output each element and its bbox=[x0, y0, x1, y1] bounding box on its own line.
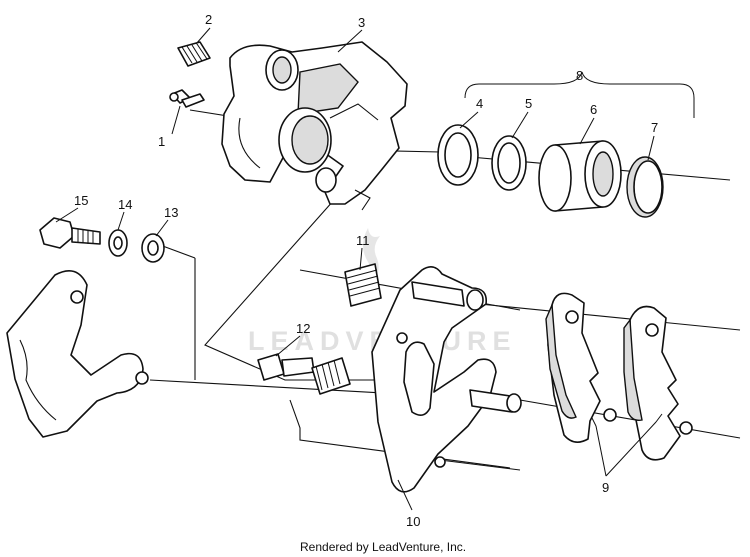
brake-pad-inner-part-9 bbox=[545, 292, 617, 443]
group-bracket-8 bbox=[464, 71, 695, 118]
callout-13: 13 bbox=[164, 205, 178, 220]
callout-10: 10 bbox=[406, 514, 420, 529]
bleeder-valve-part-1 bbox=[169, 89, 205, 108]
callout-14: 14 bbox=[118, 197, 132, 212]
spring-part-11 bbox=[344, 263, 382, 307]
callout-12: 12 bbox=[296, 321, 310, 336]
bolt-part-15 bbox=[39, 217, 101, 249]
callout-2: 2 bbox=[205, 12, 212, 27]
callout-8: 8 bbox=[576, 68, 583, 83]
callout-4: 4 bbox=[476, 96, 483, 111]
callouts: 2 1 3 4 5 6 7 8 9 10 11 12 13 14 15 bbox=[74, 12, 658, 529]
seal-ring-part-4 bbox=[437, 124, 479, 186]
slide-pin-part-12 bbox=[257, 353, 351, 395]
callout-5: 5 bbox=[525, 96, 532, 111]
callout-1: 1 bbox=[158, 134, 165, 149]
callout-7: 7 bbox=[651, 120, 658, 135]
piston-part-6 bbox=[538, 140, 622, 212]
footer-credit: Rendered by LeadVenture, Inc. bbox=[300, 540, 466, 554]
piston-cap-part-7 bbox=[626, 156, 664, 218]
callout-6: 6 bbox=[590, 102, 597, 117]
callout-3: 3 bbox=[358, 15, 365, 30]
washer-part-13 bbox=[141, 233, 165, 263]
knuckle-mount bbox=[6, 269, 149, 438]
bleeder-screw-part-2 bbox=[177, 41, 211, 67]
caliper-bracket-part-10 bbox=[371, 266, 522, 493]
callout-9: 9 bbox=[602, 480, 609, 495]
callout-11: 11 bbox=[356, 233, 370, 248]
washer-part-14 bbox=[108, 229, 128, 257]
seal-ring-part-5 bbox=[491, 135, 527, 191]
caliper-body-part-3 bbox=[221, 41, 408, 211]
callout-15: 15 bbox=[74, 193, 88, 208]
brake-pad-outer-part-9 bbox=[623, 305, 693, 461]
leader-lines bbox=[55, 27, 663, 511]
